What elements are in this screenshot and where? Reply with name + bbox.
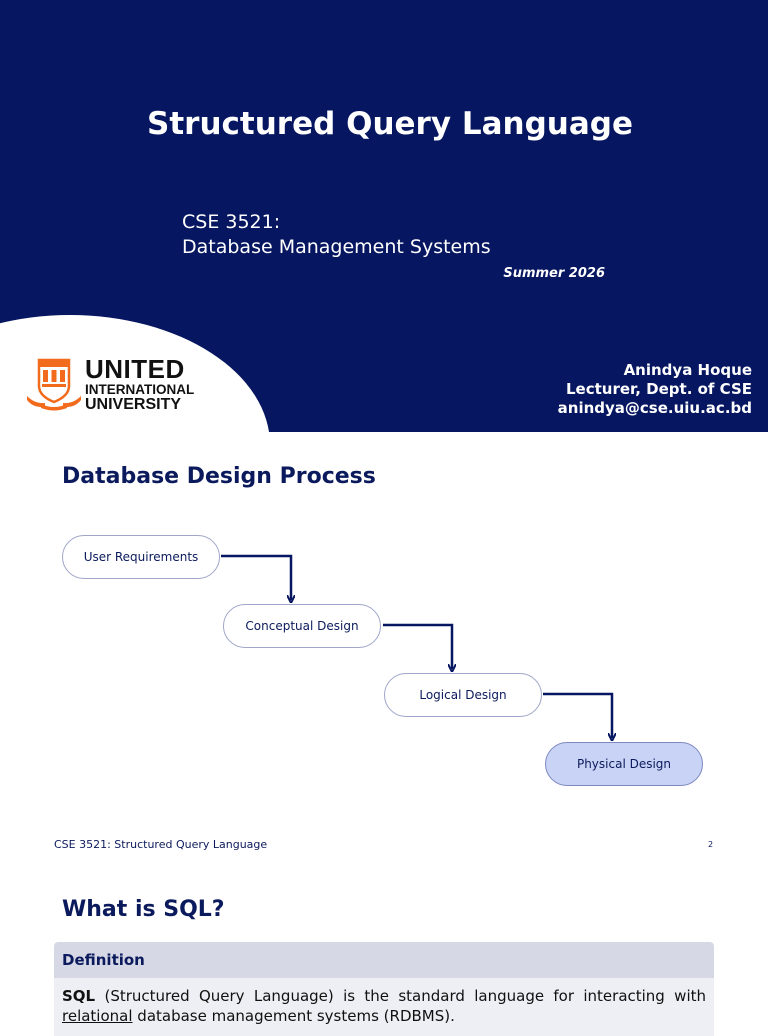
- author-role: Lecturer, Dept. of CSE: [566, 380, 752, 398]
- definition-text-before: (Structured Query Language) is the stand…: [95, 987, 706, 1005]
- definition-underlined-word: relational: [62, 1007, 133, 1025]
- author-info: Anindya Hoque Lecturer, Dept. of CSE ani…: [558, 361, 752, 418]
- author-name: Anindya Hoque: [623, 361, 752, 379]
- presentation-title: Structured Query Language: [147, 106, 633, 142]
- author-email: anindya@cse.uiu.ac.bd: [557, 399, 752, 417]
- university-logo: UNITED INTERNATIONAL UNIVERSITY: [25, 356, 200, 413]
- course-info: CSE 3521: Database Management Systems: [182, 210, 491, 260]
- definition-term: SQL: [62, 987, 96, 1005]
- flow-arrow-3: [543, 692, 612, 738]
- frame-title: What is SQL?: [62, 897, 225, 922]
- step-physical-design: Physical Design: [545, 742, 703, 786]
- design-process-slide: Database Design Process User Requirement…: [0, 432, 768, 864]
- flow-arrow-2: [383, 623, 452, 669]
- definition-text-after: database management systems (RDBMS).: [132, 1007, 455, 1025]
- university-crest-icon: [27, 358, 81, 411]
- step-user-requirements: User Requirements: [62, 535, 220, 579]
- title-slide: Structured Query Language CSE 3521: Data…: [0, 0, 768, 432]
- step-conceptual-design: Conceptual Design: [223, 604, 381, 648]
- course-code: CSE 3521:: [182, 211, 281, 233]
- definition-block: Definition SQL (Structured Query Languag…: [54, 942, 714, 1036]
- logo-wordmark: UNITED INTERNATIONAL UNIVERSITY: [85, 356, 194, 413]
- logo-line-university: UNIVERSITY: [85, 396, 182, 413]
- flow-arrow-1: [221, 554, 291, 600]
- what-is-sql-slide: What is SQL? Definition SQL (Structured …: [0, 864, 768, 1036]
- logo-line-international: INTERNATIONAL: [85, 382, 195, 397]
- course-name: Database Management Systems: [182, 236, 491, 258]
- definition-block-title: Definition: [54, 942, 714, 978]
- definition-text: SQL (Structured Query Language) is the s…: [54, 978, 714, 1036]
- logo-line-united: UNITED: [85, 354, 185, 384]
- slide-footer-title: CSE 3521: Structured Query Language: [54, 838, 268, 851]
- term-label: Summer 2026: [503, 266, 605, 281]
- flow-connectors: [221, 554, 768, 864]
- step-logical-design: Logical Design: [384, 673, 542, 717]
- frame-title: Database Design Process: [62, 464, 376, 489]
- page-number: 2: [708, 840, 714, 849]
